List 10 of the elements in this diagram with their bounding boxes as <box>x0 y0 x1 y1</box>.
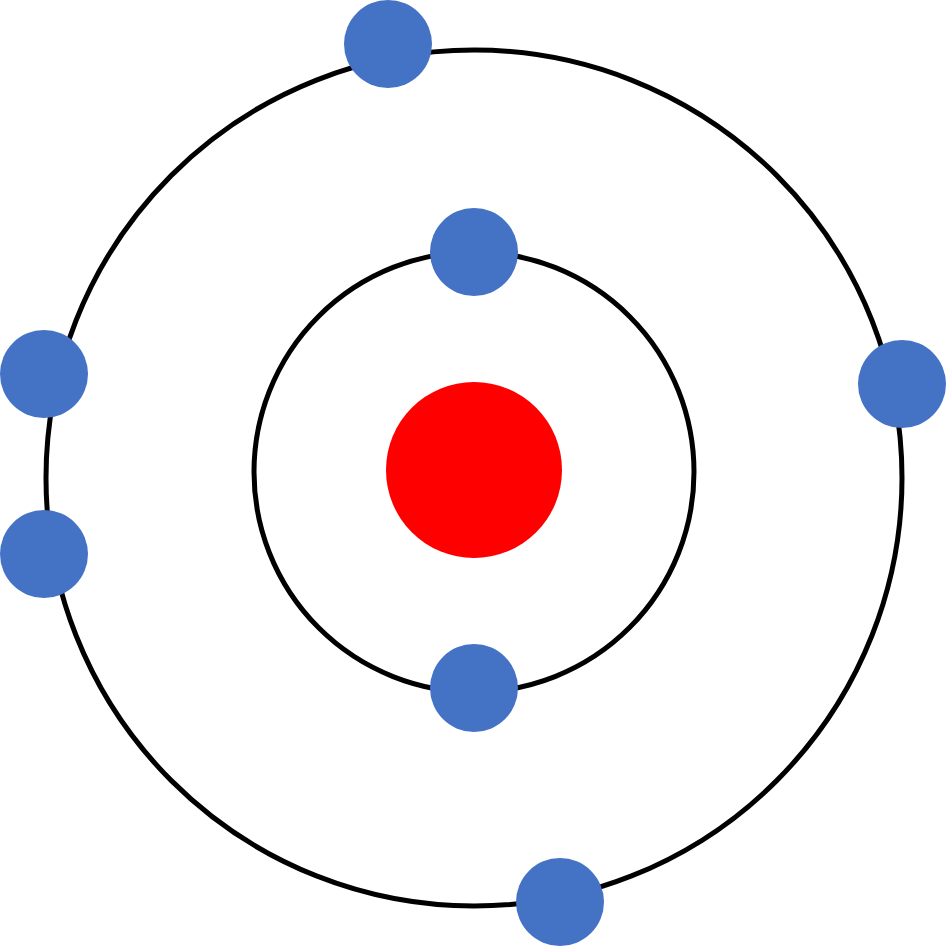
electron <box>516 858 604 946</box>
electron <box>344 0 432 88</box>
electron <box>0 330 88 418</box>
electron <box>0 510 88 598</box>
outer-orbit <box>43 47 905 909</box>
nucleus <box>386 382 562 558</box>
inner-orbit <box>251 249 697 695</box>
electron <box>858 340 946 428</box>
electron <box>430 208 518 296</box>
electron <box>430 644 518 732</box>
